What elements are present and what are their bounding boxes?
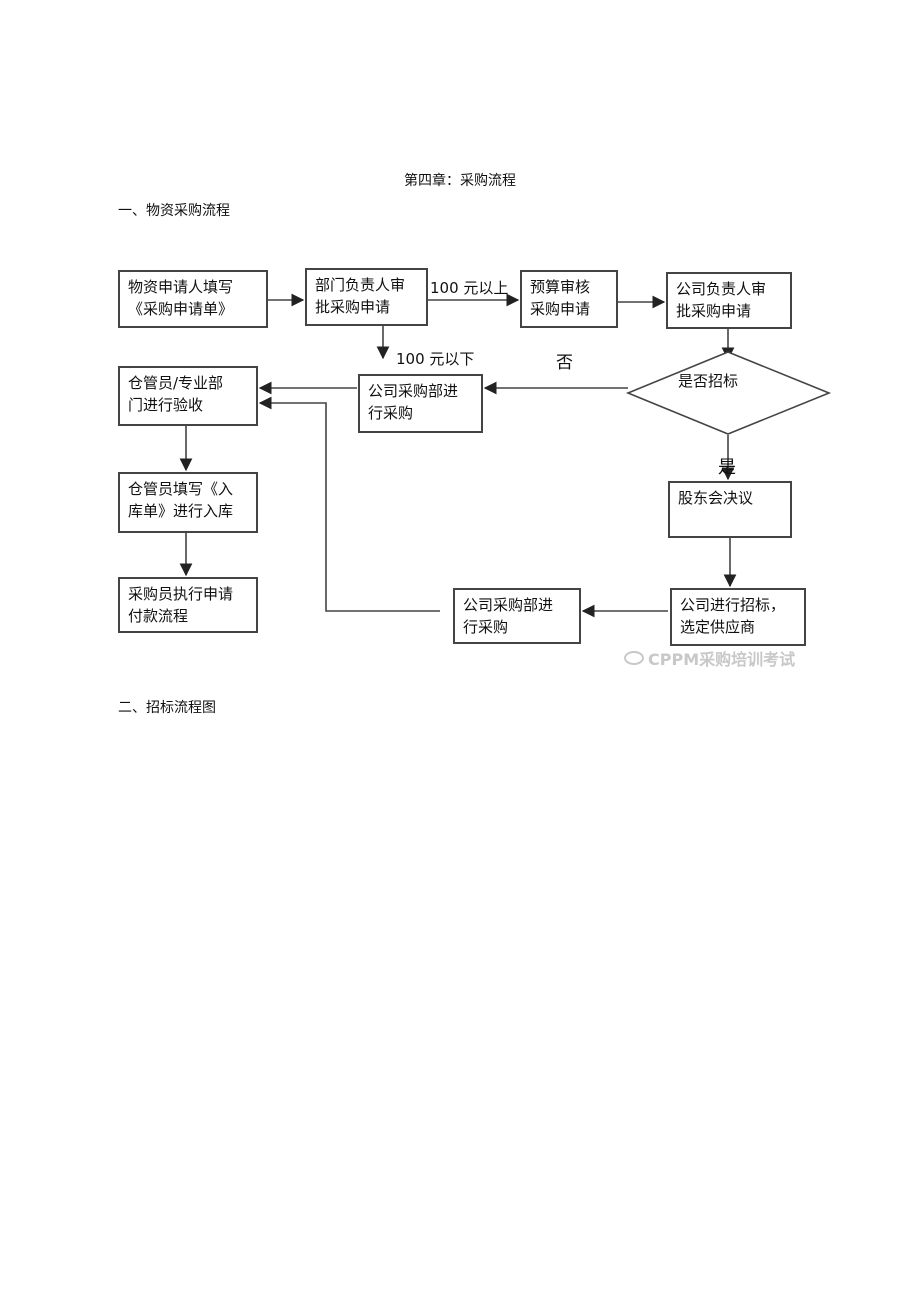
watermark: CPPM采购培训考试 — [624, 646, 795, 670]
node-purchasing-dept-2: 公司采购部进 行采购 — [453, 588, 581, 644]
edge-label-no: 否 — [556, 353, 573, 373]
section-heading-2: 二、招标流程图 — [118, 700, 216, 716]
edge-label-under-100: 100 元以下 — [396, 350, 475, 368]
edge-label-yes: 是 — [718, 457, 736, 478]
flow-connectors — [179, 293, 832, 618]
arrow-purchase2-to-inspect — [258, 396, 440, 612]
node-purchasing-dept-1: 公司采购部进 行采购 — [358, 374, 483, 433]
watermark-text: CPPM采购培训考试 — [648, 650, 796, 669]
decision-diamond — [625, 351, 832, 435]
node-company-approve: 公司负责人审 批采购申请 — [666, 272, 792, 329]
section-heading-1: 一、物资采购流程 — [118, 203, 230, 219]
node-budget-review: 预算审核 采购申请 — [520, 270, 618, 328]
edge-label-over-100: 100 元以上 — [430, 279, 509, 297]
node-dept-approve: 部门负责人审 批采购申请 — [305, 268, 428, 326]
node-decision-bidding-label: 是否招标 — [678, 372, 739, 390]
chapter-title: 第四章：采购流程 — [404, 173, 516, 189]
node-company-bidding: 公司进行招标， 选定供应商 — [670, 588, 806, 646]
wechat-logo-icon — [624, 651, 644, 665]
node-applicant-fill: 物资申请人填写 《采购申请单》 — [118, 270, 268, 328]
node-warehouse-inspect: 仓管员/专业部 门进行验收 — [118, 366, 258, 426]
node-shareholder-resolution: 股东会决议 — [668, 481, 792, 538]
node-buyer-payment: 采购员执行申请 付款流程 — [118, 577, 258, 633]
node-warehouse-stock-in: 仓管员填写《入 库单》进行入库 — [118, 472, 258, 533]
